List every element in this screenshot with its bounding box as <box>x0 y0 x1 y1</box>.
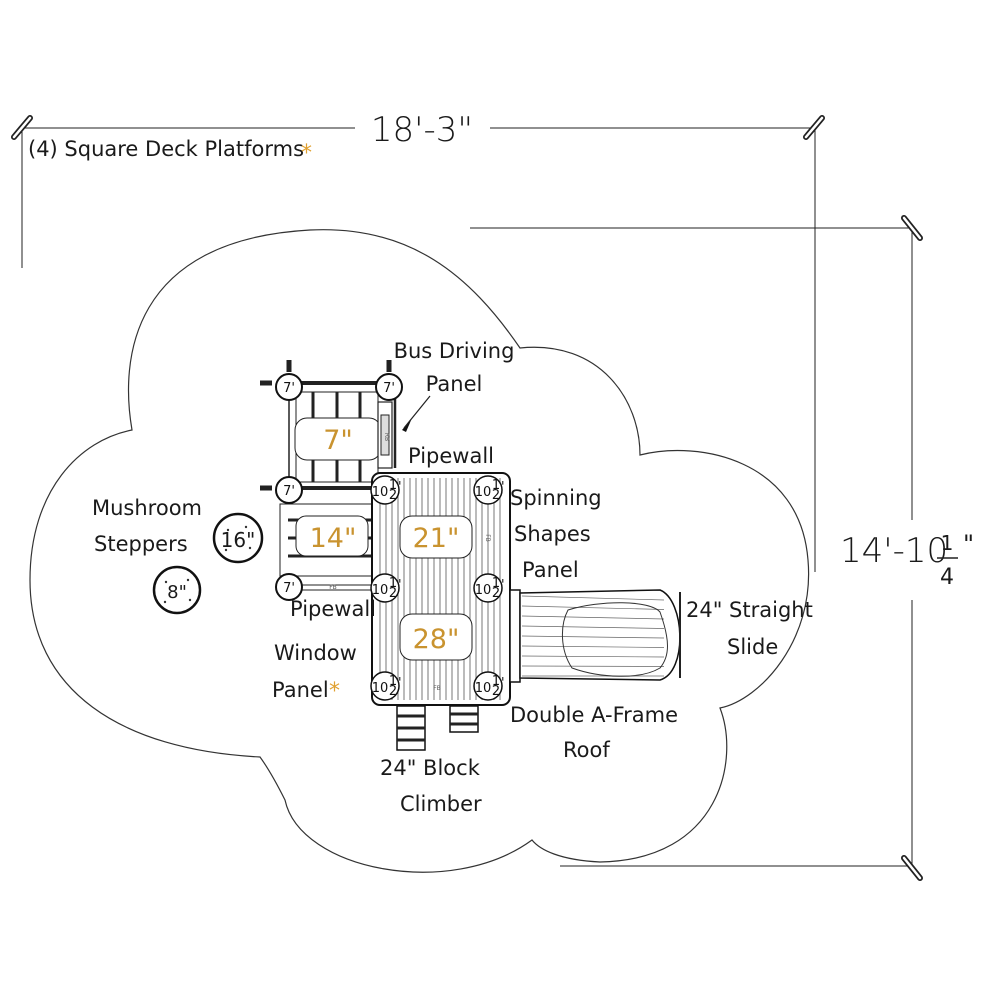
window-panel-label-2: Panel <box>272 678 329 702</box>
svg-text:': ' <box>398 676 402 691</box>
width-dimension-text: 18'-3" <box>371 110 473 150</box>
window-panel-star: * <box>329 679 340 704</box>
post-7-bottom: 7' <box>275 573 303 601</box>
spinning-shapes-label-2: Shapes <box>514 522 591 546</box>
mushroom-steppers-label-2: Steppers <box>94 532 188 556</box>
roof-label-1: Double A-Frame <box>510 703 678 727</box>
svg-text:1: 1 <box>492 674 500 689</box>
deck-14-structure: 14" FB <box>279 498 375 591</box>
svg-text:10: 10 <box>372 583 389 598</box>
svg-text:7': 7' <box>283 381 295 396</box>
mushroom-stepper-16: 16" <box>212 512 264 564</box>
pipewall-left-code: FB <box>329 584 337 591</box>
straight-slide-label-2: Slide <box>727 635 778 659</box>
svg-text:': ' <box>398 480 402 495</box>
pipewall-top-label: Pipewall <box>408 444 494 468</box>
window-panel-label-1: Window <box>274 641 357 665</box>
width-dimension: 18'-3" <box>11 110 825 572</box>
svg-text:10: 10 <box>475 681 492 696</box>
straight-slide-label-1: 24" Straight <box>686 598 813 622</box>
pipewall-left-label: Pipewall <box>290 597 376 621</box>
deck-7-label: 7" <box>323 425 353 456</box>
mushroom-stepper-8: 8" <box>152 565 202 615</box>
svg-text:': ' <box>398 578 402 593</box>
svg-text:2: 2 <box>389 684 397 699</box>
svg-text:2: 2 <box>492 684 500 699</box>
deck-platforms-note: (4) Square Deck Platforms <box>28 137 304 161</box>
roof-label-2: Roof <box>563 738 610 762</box>
bus-panel-code: RB <box>383 433 390 441</box>
svg-text:7': 7' <box>383 381 395 396</box>
block-climber-label-2: Climber <box>400 792 482 816</box>
svg-text:1: 1 <box>492 576 500 591</box>
spinning-shapes-label-1: Spinning <box>510 486 602 510</box>
svg-text:': ' <box>501 578 505 593</box>
svg-text:10: 10 <box>372 485 389 500</box>
svg-text:10: 10 <box>475 485 492 500</box>
deck-14-label: 14" <box>310 523 357 554</box>
stepper-16-label: 16" <box>221 528 256 552</box>
safety-zone-outline <box>29 229 810 873</box>
post-7-topleft: 7' <box>275 373 303 401</box>
mushroom-steppers-label-1: Mushroom <box>92 496 202 520</box>
depth-inch-mark: " <box>963 530 974 558</box>
svg-text:10: 10 <box>475 583 492 598</box>
deck-7-structure: 7" <box>260 360 392 491</box>
spinning-shapes-label-3: Panel <box>522 558 579 582</box>
svg-text:1: 1 <box>492 478 500 493</box>
tower-side-code: FB <box>484 534 491 542</box>
svg-text:2: 2 <box>492 586 500 601</box>
deck-21-label: 21" <box>413 523 460 554</box>
block-climber <box>396 705 479 751</box>
post-7-topright: 7' <box>375 373 403 401</box>
deck-28-label: 28" <box>413 624 460 655</box>
svg-text:2: 2 <box>492 488 500 503</box>
straight-slide <box>509 589 681 683</box>
deck-platforms-star: * <box>301 141 312 166</box>
svg-text:1: 1 <box>389 674 397 689</box>
block-climber-label-1: 24" Block <box>380 756 481 780</box>
svg-text:1: 1 <box>389 576 397 591</box>
main-tower: 21" 28" FB FB <box>371 472 511 706</box>
svg-text:': ' <box>501 676 505 691</box>
stepper-8-label: 8" <box>167 582 187 603</box>
svg-text:1: 1 <box>389 478 397 493</box>
svg-text:7': 7' <box>283 581 295 596</box>
depth-dimension-text: 14'-10 <box>840 531 948 571</box>
bus-driving-panel: RB <box>377 395 431 469</box>
svg-text:2: 2 <box>389 586 397 601</box>
svg-text:7': 7' <box>283 484 295 499</box>
depth-fraction-den: 4 <box>940 565 954 590</box>
post-7-middle: 7' <box>275 476 303 504</box>
tower-bottom-code: FB <box>433 685 441 692</box>
bus-driving-label-1: Bus Driving <box>394 339 515 363</box>
depth-dimension: 14'-10 1 4 " <box>470 215 985 881</box>
svg-text:2: 2 <box>389 488 397 503</box>
bus-driving-label-2: Panel <box>426 372 483 396</box>
svg-text:10: 10 <box>372 681 389 696</box>
svg-text:': ' <box>501 480 505 495</box>
depth-fraction-num: 1 <box>941 531 954 555</box>
